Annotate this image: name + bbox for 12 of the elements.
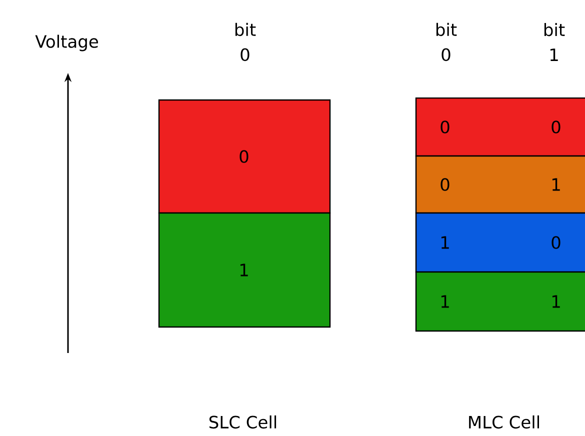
- text-label: MLC Cell: [469, 415, 539, 429]
- text-label: bit 0: [235, 22, 256, 62]
- cell-box: 0 1: [415, 155, 585, 214]
- text-label: Voltage: [35, 34, 98, 52]
- cell-box: 1 0: [415, 212, 585, 273]
- cell-box: 0: [158, 99, 331, 214]
- cell-box: 1: [158, 212, 331, 328]
- text-label: bit 1: [544, 23, 565, 61]
- text-label: bit 0: [436, 22, 457, 62]
- cell-box: 1 1: [415, 271, 585, 332]
- cell-box: 0 0: [415, 97, 585, 157]
- text-label: SLC Cell: [209, 415, 276, 429]
